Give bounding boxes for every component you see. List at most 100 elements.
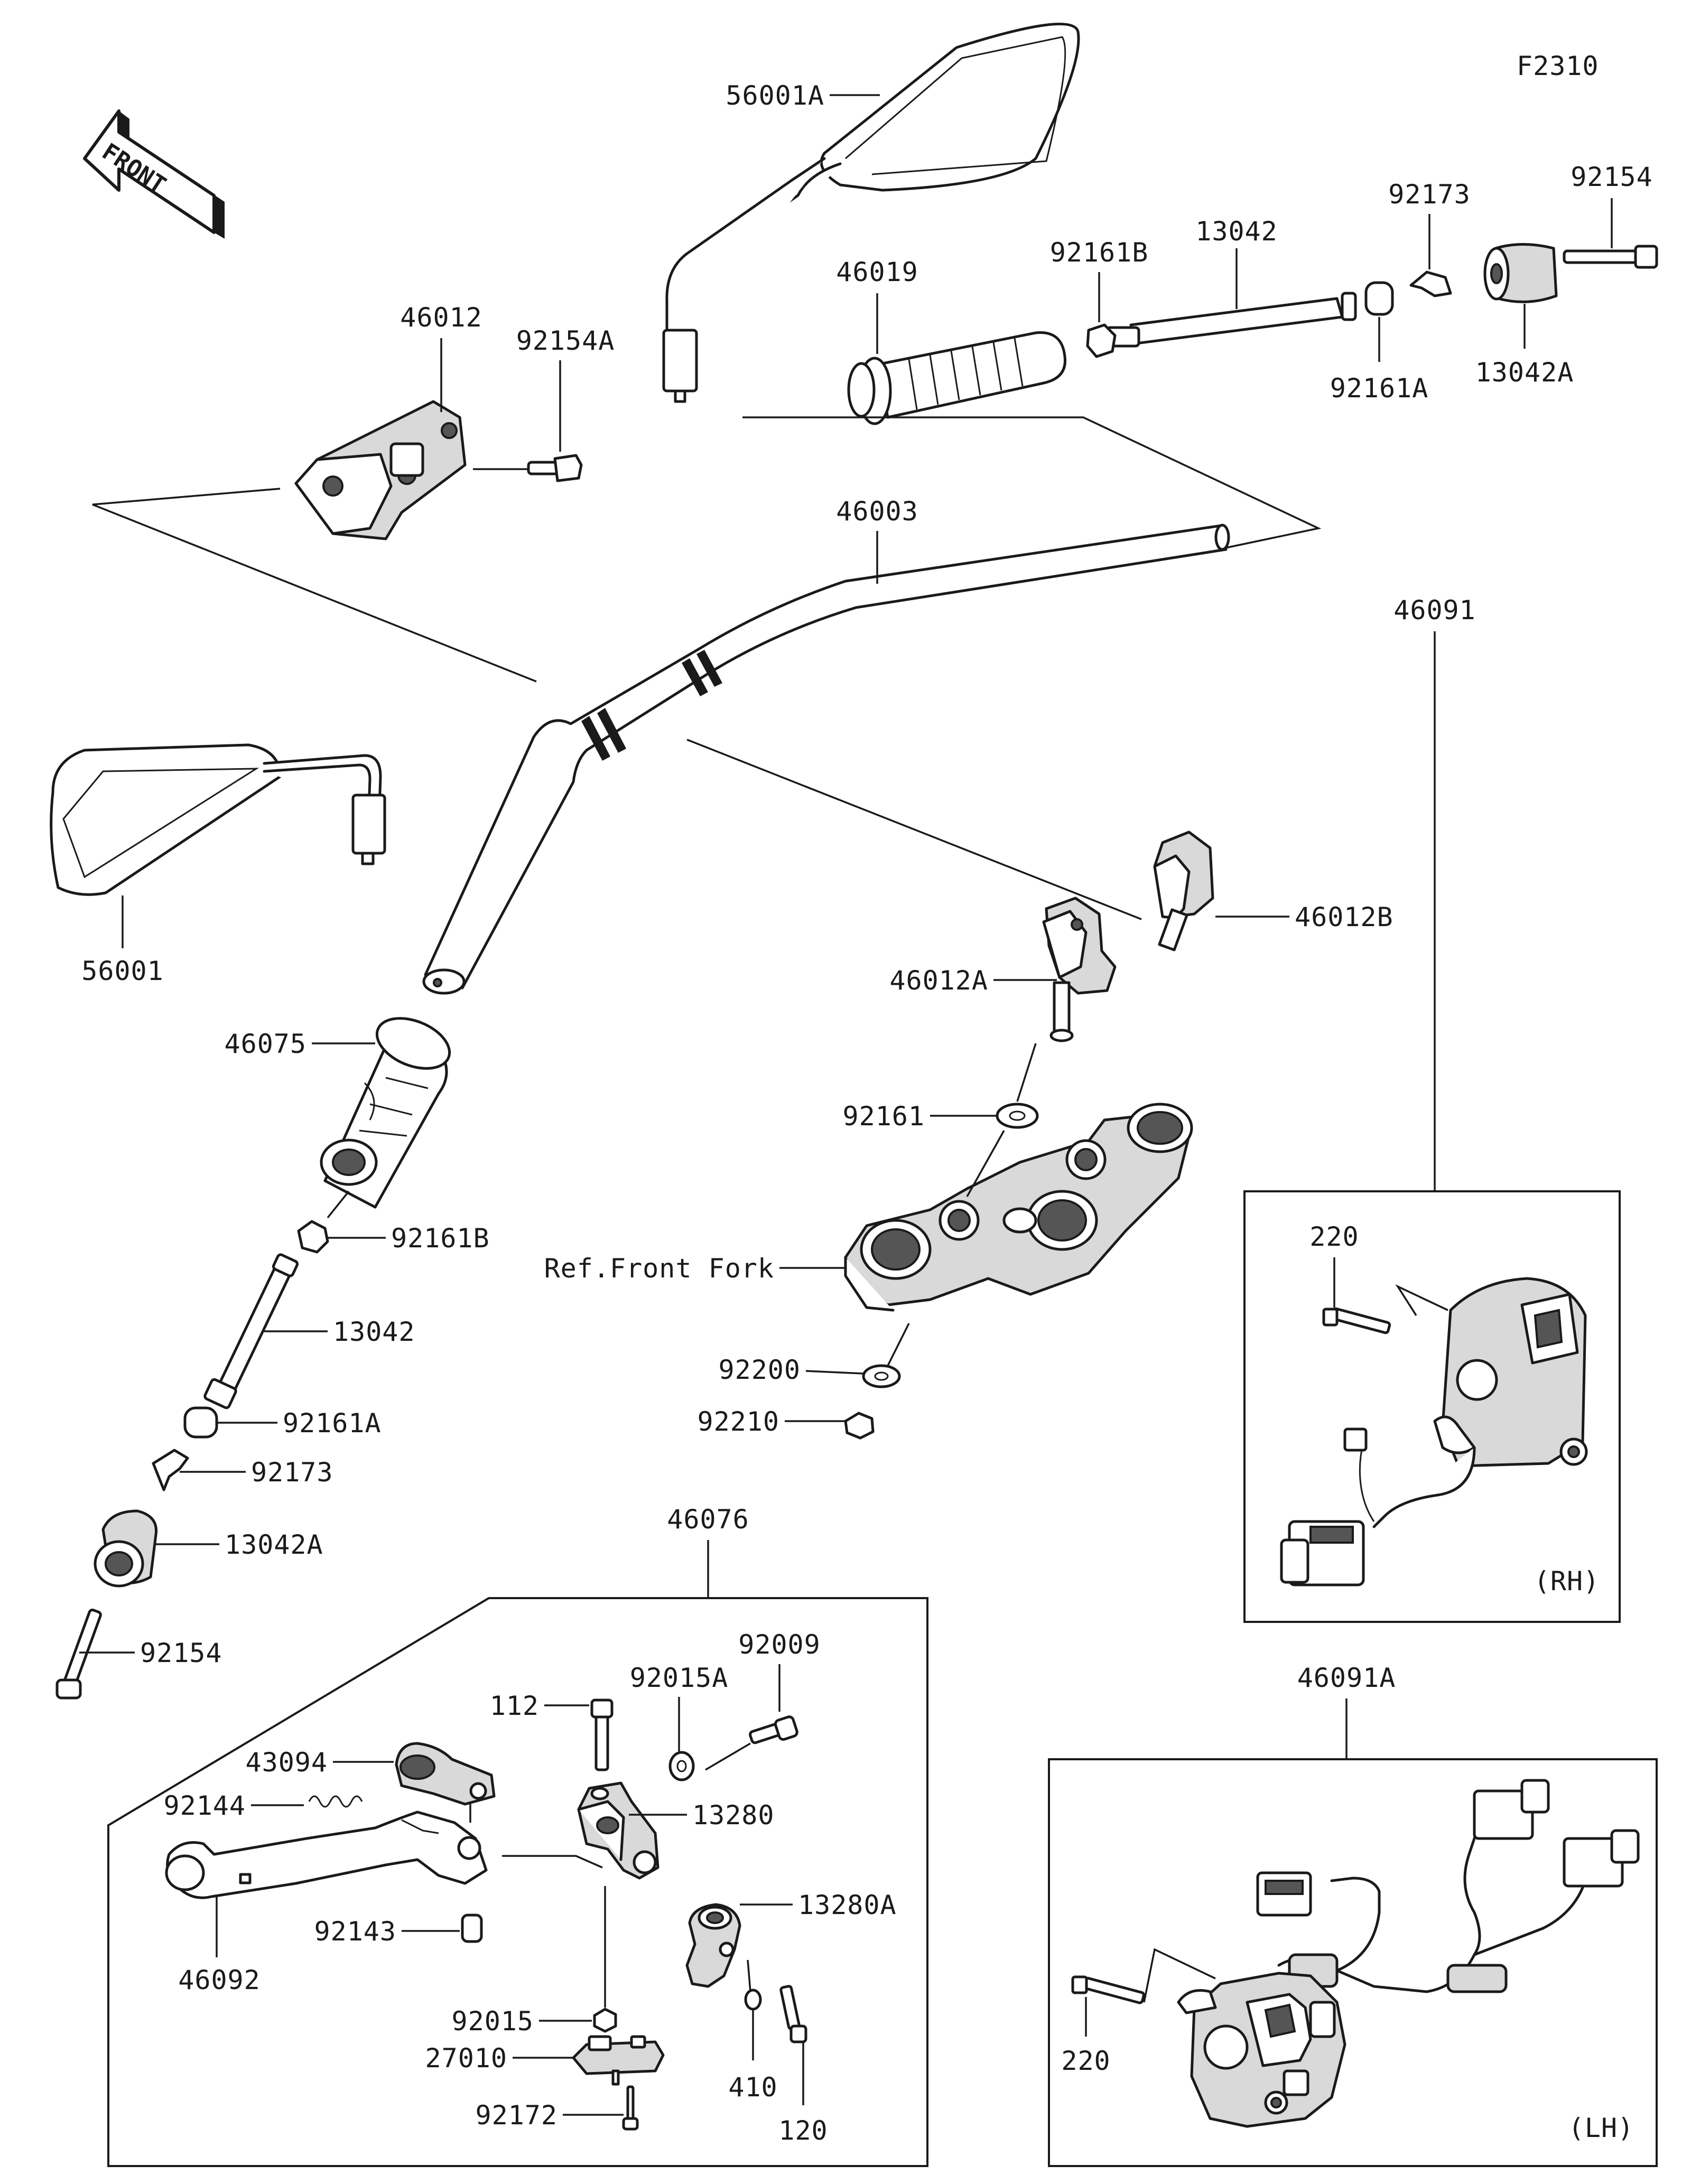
label-220-lh: 220	[1061, 2046, 1110, 2076]
label-13042a-top: 13042A	[1475, 357, 1574, 388]
pivot-43094	[395, 1742, 496, 1806]
label-46019: 46019	[836, 257, 918, 287]
label-46075: 46075	[224, 1029, 306, 1059]
rod-13042-left	[203, 1253, 299, 1410]
label-13042a-left: 13042A	[225, 1529, 323, 1560]
label-92200: 92200	[718, 1355, 801, 1385]
label-92161: 92161	[842, 1101, 925, 1132]
label-lh: (LH)	[1568, 2113, 1634, 2143]
switch-46091a-lh	[1177, 1972, 1346, 2128]
holder-46012b	[1153, 830, 1214, 951]
label-13042-top: 13042	[1195, 216, 1278, 247]
label-92015a: 92015A	[630, 1663, 729, 1693]
bolt-92154a	[527, 454, 583, 482]
nut-92015	[593, 2008, 617, 2033]
holder-46012a	[1042, 897, 1117, 1042]
nut-92210	[844, 1412, 875, 1440]
label-46091: 46091	[1393, 595, 1476, 626]
box-46091a-lh	[1048, 1758, 1658, 2167]
label-27010: 27010	[425, 2043, 507, 2074]
label-92154a: 92154A	[516, 325, 615, 356]
label-46076: 46076	[667, 1504, 749, 1535]
grip-46019	[847, 331, 1066, 425]
label-13280: 13280	[692, 1800, 775, 1831]
box-46076	[107, 1597, 928, 2167]
clip-92173-top	[1409, 270, 1452, 297]
label-ref-front-fork: Ref.Front Fork	[544, 1253, 774, 1284]
weight-13042a-left	[94, 1509, 158, 1588]
screw-220-lh	[1071, 1975, 1145, 2004]
collar-92161a-top	[1364, 281, 1394, 316]
label-92172: 92172	[475, 2100, 558, 2131]
label-56001: 56001	[81, 956, 164, 986]
switch-46091-rh	[1433, 1277, 1588, 1468]
holder-13280a	[685, 1903, 741, 1988]
label-46091a: 46091A	[1297, 1663, 1396, 1693]
nut-92161b-top	[1086, 323, 1117, 358]
rod-13042-top	[1105, 292, 1357, 348]
bolt-92154-left	[55, 1608, 102, 1700]
nut-92161b-left	[297, 1220, 329, 1254]
mirror-56001a	[662, 22, 1080, 403]
label-112: 112	[490, 1691, 539, 1721]
switch-27010	[572, 2035, 665, 2086]
leader-92200	[805, 1370, 865, 1375]
guide-lever-bracket	[502, 1855, 603, 1869]
guide-line-grip	[742, 416, 1322, 550]
guide-line-holder	[92, 488, 537, 683]
screw-120	[779, 1985, 807, 2043]
wire-harness-46091-rh	[1280, 1427, 1476, 1586]
label-92161a-top: 92161A	[1330, 373, 1429, 404]
triple-clamp-front-fork	[844, 1103, 1193, 1312]
washer-92200	[862, 1364, 901, 1388]
guide-92161	[1016, 1043, 1037, 1102]
guide-clamp	[966, 1130, 1005, 1197]
label-92210: 92210	[697, 1406, 779, 1437]
label-92161b-left: 92161B	[391, 1223, 490, 1254]
bracket-13280	[577, 1781, 659, 1880]
collar-92143	[461, 1914, 483, 1943]
wire-harness-46091a-lh	[1256, 1779, 1640, 1993]
guide-92009	[705, 1742, 751, 1771]
washer-92015a	[668, 1751, 695, 1781]
label-410: 410	[728, 2072, 777, 2103]
clip-92173-left	[152, 1449, 189, 1491]
lever-46092	[165, 1810, 488, 1899]
label-46012b: 46012B	[1295, 902, 1393, 932]
collar-92161a-left	[183, 1406, 218, 1439]
label-43094: 43094	[245, 1747, 328, 1778]
screw-220-rh	[1322, 1307, 1391, 1334]
screw-92172	[622, 2085, 639, 2131]
guide-220-rh	[1395, 1284, 1448, 1316]
mirror-56001	[50, 743, 386, 896]
bolt-92154-top	[1563, 245, 1658, 269]
washer-92161	[996, 1103, 1039, 1129]
guide-line-clamp	[686, 739, 1142, 920]
box-46091-rh	[1243, 1190, 1621, 1623]
guide-92200	[887, 1323, 910, 1366]
label-120: 120	[778, 2115, 828, 2146]
label-13280a: 13280A	[798, 1890, 897, 1920]
label-92144: 92144	[163, 1790, 246, 1821]
label-46092: 46092	[178, 1965, 261, 1995]
label-92161a-left: 92161A	[283, 1408, 382, 1439]
label-13042-left: 13042	[333, 1317, 415, 1347]
washer-410	[744, 1989, 762, 2011]
label-rh: (RH)	[1534, 1566, 1600, 1597]
weight-13042a-top	[1483, 243, 1558, 303]
label-46003: 46003	[836, 496, 918, 527]
spring-92144	[308, 1795, 363, 1808]
label-92143: 92143	[314, 1916, 396, 1947]
label-46012a: 46012A	[889, 965, 988, 996]
label-92009: 92009	[738, 1629, 821, 1660]
bolt-92009	[749, 1715, 798, 1744]
label-56001a: 56001A	[726, 80, 824, 111]
label-46012: 46012	[400, 302, 482, 333]
handlebar-46003	[422, 524, 1230, 995]
guide-46075	[327, 1190, 350, 1219]
front-arrow-icon: FRONT	[83, 109, 225, 239]
grip-46075	[320, 1017, 451, 1209]
label-92154-left: 92154	[140, 1638, 222, 1668]
label-92173-top: 92173	[1388, 179, 1471, 210]
